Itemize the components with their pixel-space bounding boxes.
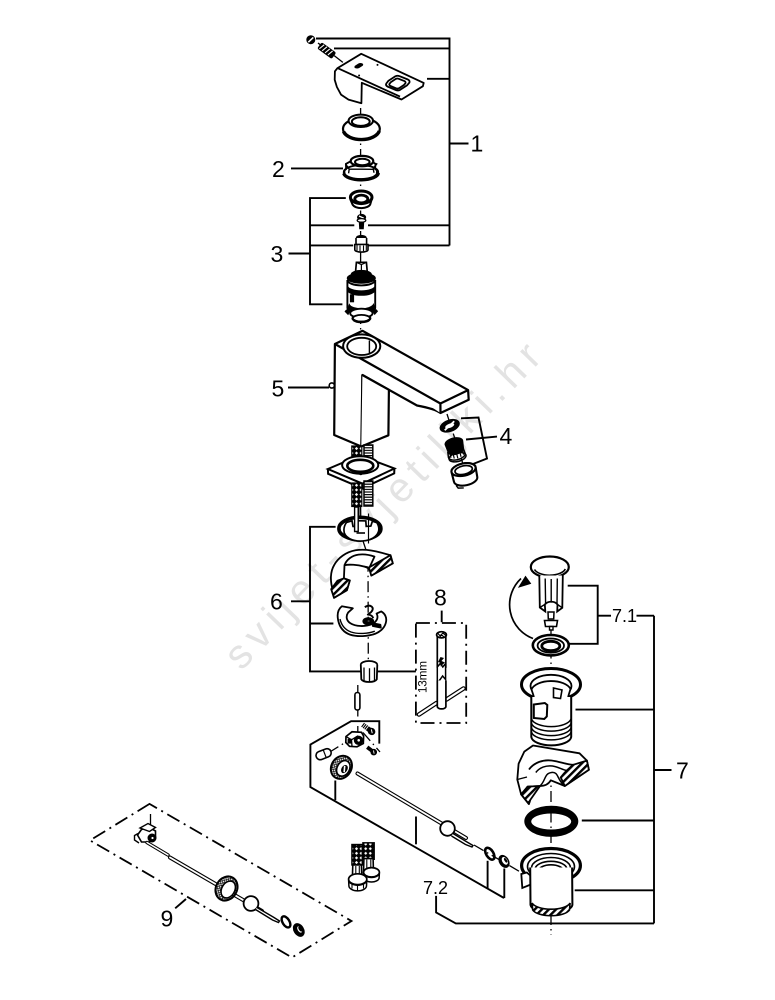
- svg-text:3: 3: [271, 241, 284, 267]
- svg-text:4: 4: [500, 423, 513, 449]
- svg-text:7.2: 7.2: [423, 878, 448, 898]
- svg-text:8: 8: [434, 585, 447, 611]
- svg-text:1: 1: [471, 131, 484, 157]
- svg-text:5: 5: [272, 376, 285, 402]
- svg-text:7: 7: [676, 758, 689, 784]
- svg-text:9: 9: [161, 906, 174, 932]
- svg-text:6: 6: [270, 589, 283, 615]
- svg-text:13mm: 13mm: [418, 661, 430, 693]
- svg-text:7.1: 7.1: [612, 606, 637, 626]
- svg-text:2: 2: [272, 156, 285, 182]
